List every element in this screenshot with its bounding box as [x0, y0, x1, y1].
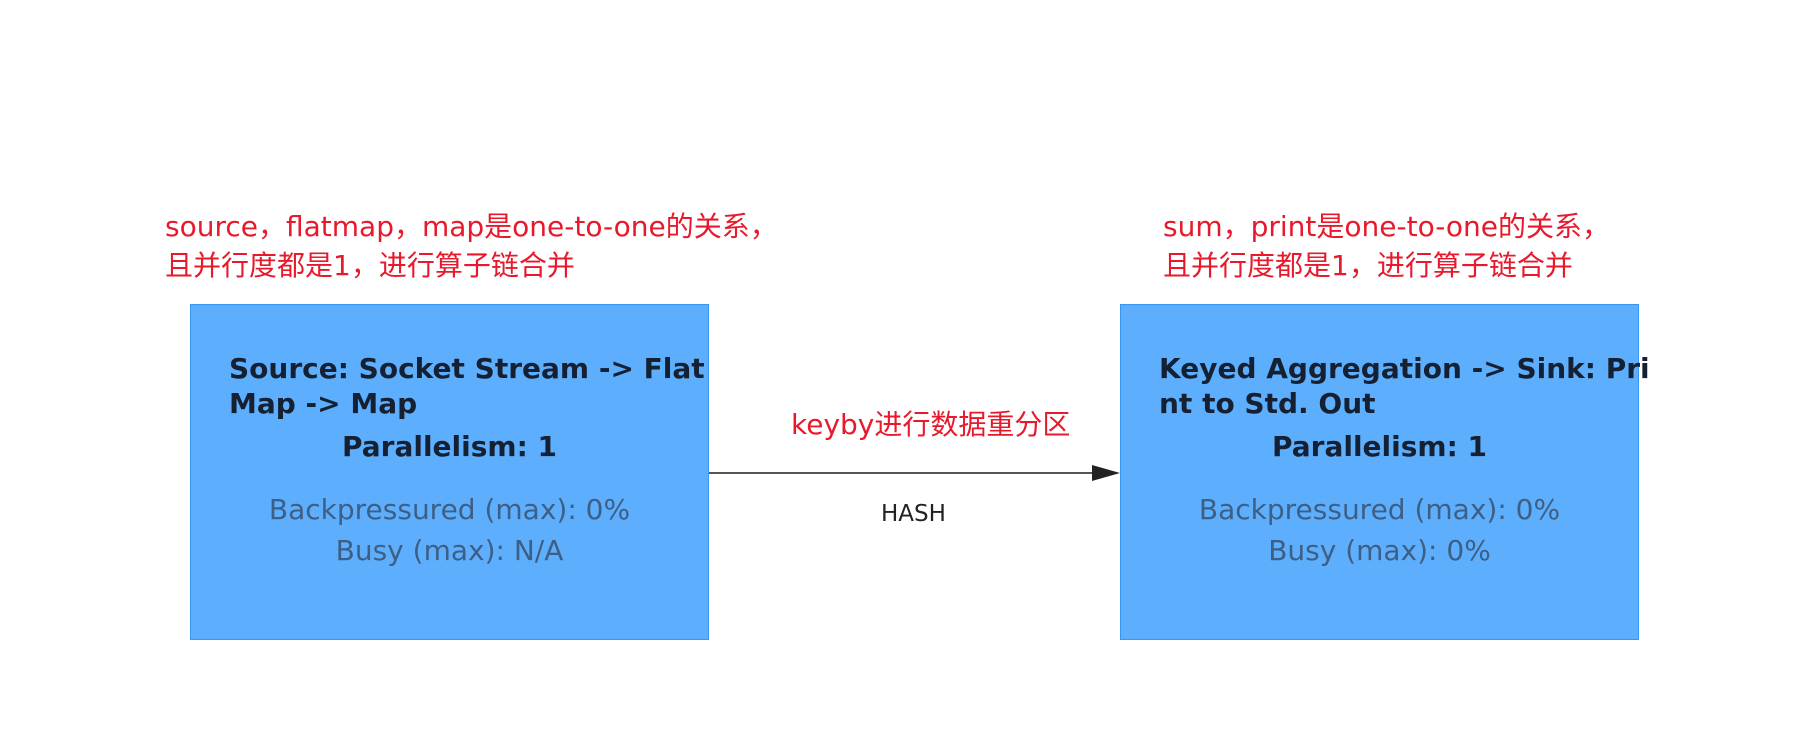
- sink-node-parallelism: Parallelism: 1: [1271, 430, 1488, 463]
- sink-node-title-line2: nt to Std. Out: [1159, 387, 1376, 420]
- arrowhead-icon: [1092, 465, 1120, 481]
- annotation-sink-chain-line2: 且并行度都是1，进行算子链合并: [1163, 249, 1573, 282]
- sink-node-title: Keyed Aggregation -> Sink: Pri nt to Std…: [1159, 351, 1650, 421]
- annotation-sink-chain-line1: sum，print是one-to-one的关系，: [1163, 210, 1610, 243]
- source-node-title-line2: Map -> Map: [229, 387, 418, 420]
- source-node-busy: Busy (max): N/A: [335, 534, 564, 567]
- source-node-title-line1: Source: Socket Stream -> Flat: [229, 352, 705, 385]
- sink-node[interactable]: Keyed Aggregation -> Sink: Pri nt to Std…: [1120, 304, 1650, 640]
- hash-edge-label: HASH: [881, 501, 946, 527]
- source-node-backpressured: Backpressured (max): 0%: [268, 493, 631, 526]
- source-node-parallelism: Parallelism: 1: [341, 430, 558, 463]
- annotation-keyby: keyby进行数据重分区: [791, 408, 1071, 441]
- annotation-source-chain-line2: 且并行度都是1，进行算子链合并: [165, 249, 575, 282]
- source-node-title: Source: Socket Stream -> Flat Map -> Map: [229, 351, 705, 421]
- sink-node-backpressured: Backpressured (max): 0%: [1198, 493, 1561, 526]
- annotation-source-chain: source，flatmap，map是one-to-one的关系， 且并行度都是…: [165, 207, 778, 285]
- sink-node-busy: Busy (max): 0%: [1268, 534, 1491, 567]
- source-node[interactable]: Source: Socket Stream -> Flat Map -> Map…: [190, 304, 709, 640]
- annotation-source-chain-line1: source，flatmap，map是one-to-one的关系，: [165, 210, 778, 243]
- sink-node-title-line1: Keyed Aggregation -> Sink: Pri: [1159, 352, 1650, 385]
- annotation-sink-chain: sum，print是one-to-one的关系， 且并行度都是1，进行算子链合并: [1163, 207, 1610, 285]
- hash-edge[interactable]: [709, 462, 1120, 484]
